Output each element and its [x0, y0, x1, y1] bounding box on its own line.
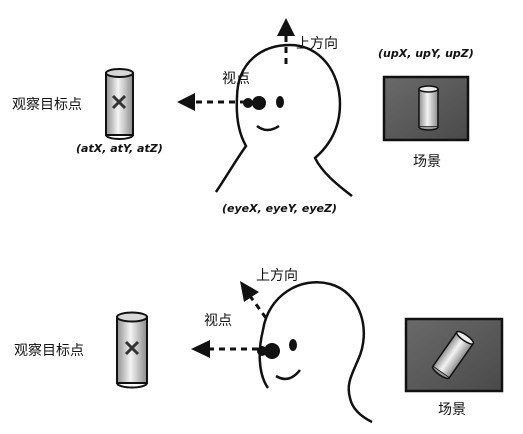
up-direction-label-top: 上方向 [296, 36, 338, 52]
scene-label-top: 场景 [413, 154, 441, 170]
scene-box-bottom [404, 317, 504, 393]
target-coords-label: (atX, atY, atZ) [76, 142, 163, 155]
line-of-sight-arrow-bottom [191, 340, 258, 358]
target-cylinder-bottom [116, 311, 148, 389]
viewpoint-label-top: 视点 [222, 71, 250, 87]
up-vector-arrow-bottom [240, 281, 268, 319]
mouth-bottom [275, 369, 301, 381]
eye-coords-label: (eyeX, eyeY, eyeZ) [222, 202, 337, 215]
up-direction-label-bottom: 上方向 [256, 268, 298, 284]
eyes-top [243, 96, 284, 110]
bottom-panel: 观察目标点 视点 上方向 场景 [14, 268, 504, 424]
up-coords-label: (upX, upY, upZ) [378, 47, 474, 60]
up-vector-arrow-top [277, 18, 295, 64]
line-of-sight-arrow-top [177, 93, 246, 111]
head-silhouette-bottom [258, 281, 373, 424]
scene-cylinder-icon [418, 85, 439, 131]
scene-label-bottom: 场景 [438, 402, 466, 418]
target-cross-icon [124, 340, 140, 356]
target-cylinder-top [105, 68, 134, 140]
head-silhouette-top [214, 43, 353, 197]
mouth-top [256, 124, 280, 132]
target-label-top: 观察目标点 [12, 96, 82, 113]
eyes-bottom [257, 339, 297, 359]
top-panel: 观察目标点 (atX, atY, atZ) 视点 (eyeX, eyeY, ey… [12, 18, 474, 215]
target-label-bottom: 观察目标点 [14, 342, 84, 359]
viewpoint-label-bottom: 视点 [204, 313, 232, 329]
scene-cylinder-tilted-icon [431, 330, 475, 380]
scene-box-top [382, 75, 470, 142]
target-cross-icon [111, 94, 127, 110]
